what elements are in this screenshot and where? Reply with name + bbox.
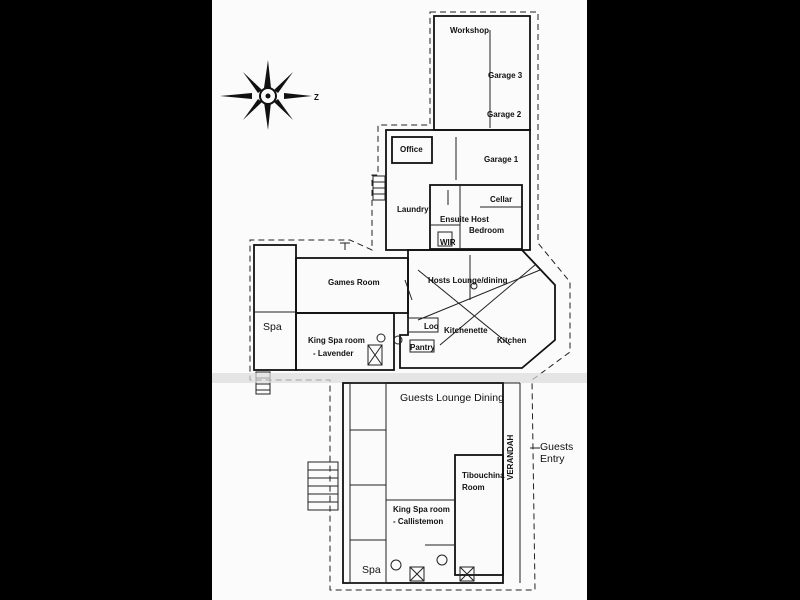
spa-upper-wing	[253, 244, 297, 371]
label-wir: WIR	[440, 238, 456, 247]
label-loo: Loo	[424, 322, 439, 331]
label-garage-2: Garage 2	[487, 110, 522, 119]
label-tibouchina-2: Room	[462, 483, 485, 492]
label-spa-lower: Spa	[362, 564, 381, 576]
stair-left-upper	[372, 175, 386, 201]
label-kitchenette: Kitchenette	[444, 326, 488, 335]
label-king-spa-lavender-2: - Lavender	[313, 349, 353, 358]
property-boundary	[249, 11, 571, 591]
ensuite-bedroom-block	[429, 184, 523, 250]
label-spa-upper: Spa	[263, 321, 282, 333]
label-guests-lounge: Guests Lounge Dining	[400, 392, 504, 404]
hosts-lounge-kitchen	[399, 249, 556, 369]
paper-fold-band	[212, 373, 587, 383]
label-hosts-lounge: Hosts Lounge/dining	[428, 276, 508, 285]
stair-left-lower	[307, 461, 339, 511]
label-pantry: Pantry	[410, 343, 435, 352]
label-ensuite-host: Ensuite Host	[440, 215, 489, 224]
label-games-room: Games Room	[328, 278, 380, 287]
compass-letter: Z	[314, 93, 319, 102]
compass-rose-icon	[220, 60, 312, 130]
label-guests-entry-1: Guests	[540, 441, 573, 453]
label-office: Office	[400, 145, 423, 154]
label-king-spa-callistemon-1: King Spa room	[393, 505, 450, 514]
label-garage-1: Garage 1	[484, 155, 519, 164]
label-garage-3: Garage 3	[488, 71, 523, 80]
label-king-spa-callistemon-2: - Callistemon	[393, 517, 443, 526]
label-guests-entry-2: Entry	[540, 453, 565, 465]
label-bedroom: Bedroom	[469, 226, 504, 235]
label-workshop: Workshop	[450, 26, 489, 35]
label-king-spa-lavender-1: King Spa room	[308, 336, 365, 345]
label-tibouchina-1: Tibouchina	[462, 471, 505, 480]
label-cellar: Cellar	[490, 195, 512, 204]
office-room	[391, 136, 433, 164]
label-laundry: Laundry	[397, 205, 429, 214]
label-verandah: VERANDAH	[506, 434, 515, 480]
label-kitchen: Kitchen	[497, 336, 526, 345]
tibouchina-room	[454, 454, 504, 576]
